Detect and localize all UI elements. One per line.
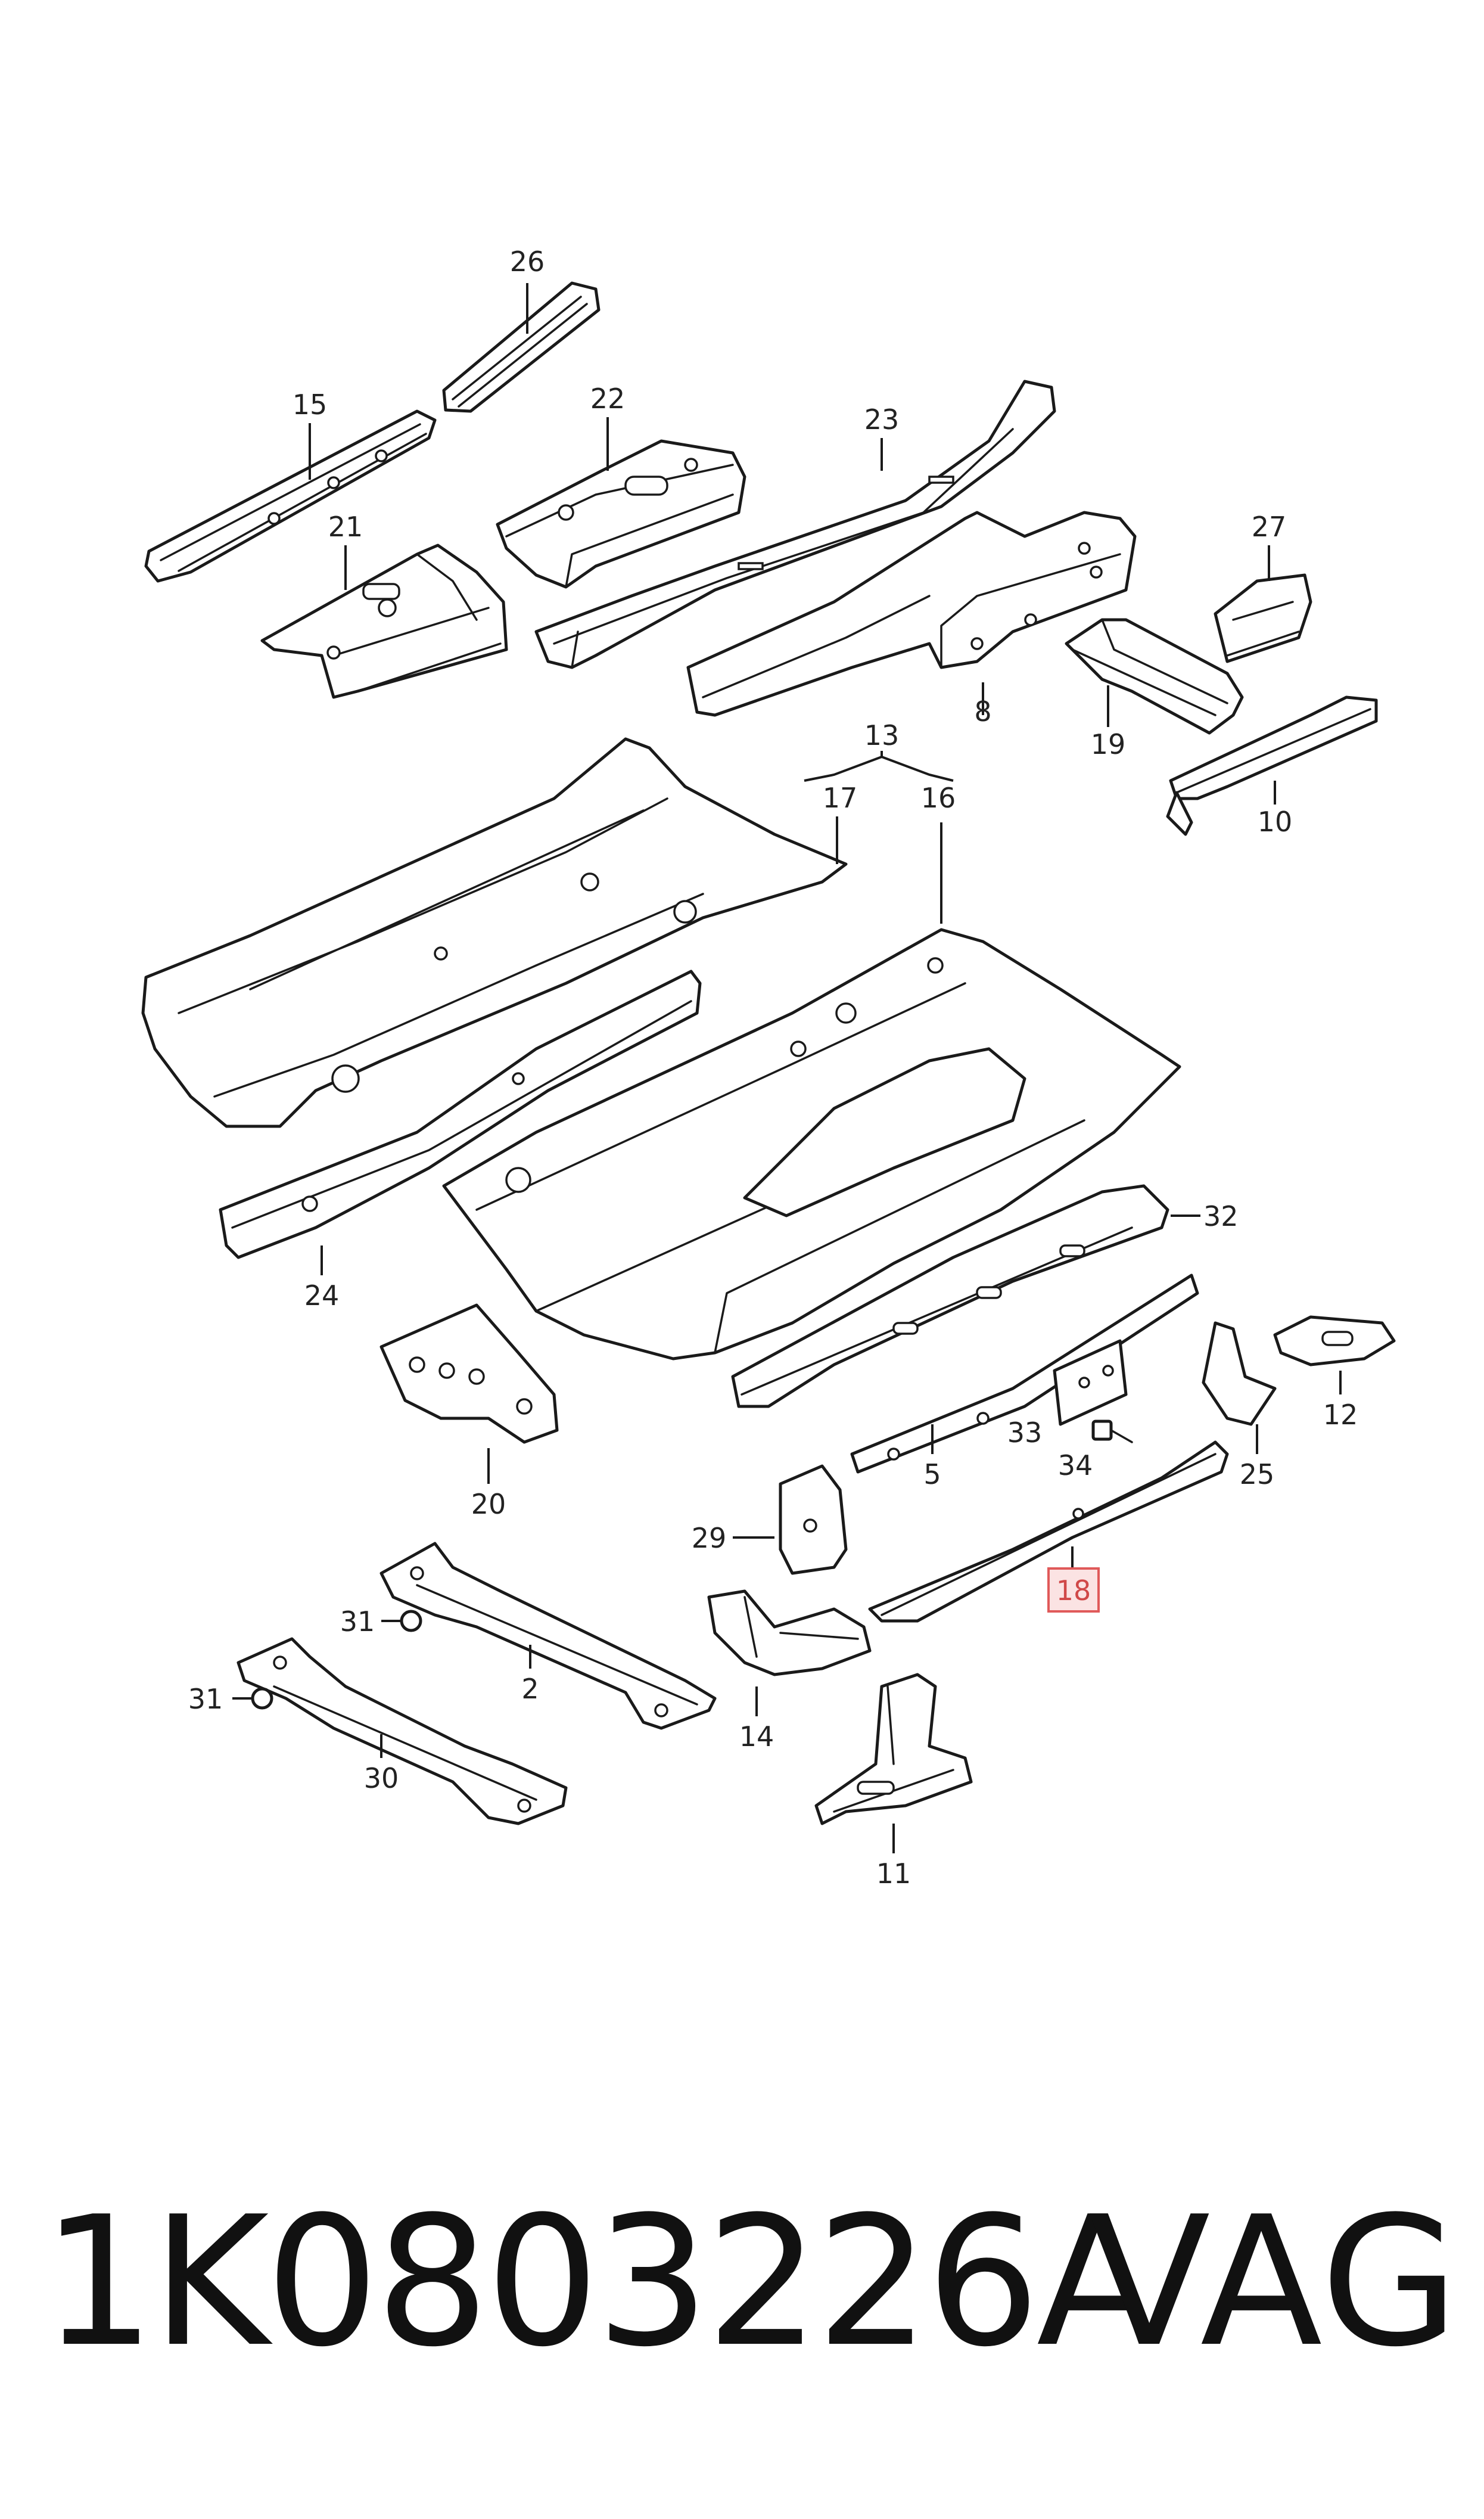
callout-labels: 26 15 22 23 21 27 8 19 10 13 17 16 24 32… bbox=[188, 246, 1358, 1890]
callout-21: 21 bbox=[328, 511, 363, 543]
part-24-longitudinal-member bbox=[219, 970, 702, 1259]
part-25-mount bbox=[1202, 1321, 1277, 1426]
part-29-bracket bbox=[779, 1464, 848, 1575]
callout-13: 13 bbox=[864, 719, 900, 751]
part-14-bracket bbox=[707, 1589, 872, 1676]
part-23-side-member bbox=[534, 380, 1056, 669]
callout-22: 22 bbox=[590, 383, 626, 415]
part-22-tunnel-piece bbox=[496, 439, 746, 589]
part-21-bracket bbox=[260, 543, 508, 699]
callout-17: 17 bbox=[823, 782, 858, 814]
callout-10: 10 bbox=[1258, 806, 1293, 838]
part-26-sill-strip bbox=[442, 281, 601, 413]
callout-33: 33 bbox=[1007, 1417, 1043, 1449]
callout-23: 23 bbox=[864, 403, 900, 436]
part-11-bracket bbox=[814, 1673, 973, 1825]
callout-2: 2 bbox=[521, 1673, 539, 1705]
callout-25: 25 bbox=[1240, 1458, 1275, 1490]
callout-30: 30 bbox=[364, 1762, 399, 1794]
part-19-bracket bbox=[1065, 618, 1244, 735]
callout-16: 16 bbox=[921, 782, 956, 814]
callout-29: 29 bbox=[692, 1522, 727, 1554]
leader-lines bbox=[232, 283, 1342, 1853]
part-20-bracket bbox=[379, 1303, 559, 1444]
part-8-rear-member bbox=[686, 511, 1137, 717]
callout-19: 19 bbox=[1091, 728, 1126, 760]
callout-8: 8 bbox=[974, 695, 991, 728]
callout-34: 34 bbox=[1058, 1449, 1093, 1481]
callout-15: 15 bbox=[293, 389, 328, 421]
part-34-bolt bbox=[1091, 1420, 1133, 1443]
part-17-front-floor-pan bbox=[141, 737, 848, 1128]
callout-31-upper: 31 bbox=[340, 1605, 375, 1638]
callout-12: 12 bbox=[1323, 1399, 1358, 1431]
callout-11: 11 bbox=[876, 1858, 911, 1890]
part-10-cross-member bbox=[1166, 695, 1378, 836]
part-27-cap bbox=[1214, 573, 1312, 663]
part-18-sill-member bbox=[868, 1440, 1229, 1623]
part-31-nut-upper bbox=[400, 1610, 422, 1632]
callout-5: 5 bbox=[923, 1458, 941, 1490]
callout-24: 24 bbox=[304, 1279, 340, 1312]
part-32-cross-bar bbox=[731, 1184, 1169, 1408]
callout-27: 27 bbox=[1252, 511, 1287, 543]
callout-20: 20 bbox=[471, 1488, 506, 1520]
part-33-plate bbox=[1053, 1339, 1128, 1426]
callout-18: 18 bbox=[1056, 1574, 1091, 1607]
highlight-box-18 bbox=[1047, 1567, 1100, 1613]
callout-26: 26 bbox=[510, 246, 545, 278]
callout-32: 32 bbox=[1203, 1200, 1239, 1232]
part-30-cross-member bbox=[237, 1637, 568, 1825]
part-2-cross-member bbox=[379, 1542, 717, 1730]
callout-31-lower: 31 bbox=[188, 1683, 223, 1715]
part-15-rail bbox=[144, 409, 437, 583]
callout-14: 14 bbox=[739, 1720, 774, 1753]
part-31-nut-lower bbox=[251, 1687, 273, 1710]
part-12-bracket bbox=[1273, 1315, 1396, 1366]
part-number: 1K0803226A bbox=[42, 2178, 1159, 2386]
brand-label: VAG bbox=[1088, 2178, 1460, 2386]
part-16-rear-floor-pan bbox=[442, 928, 1181, 1361]
